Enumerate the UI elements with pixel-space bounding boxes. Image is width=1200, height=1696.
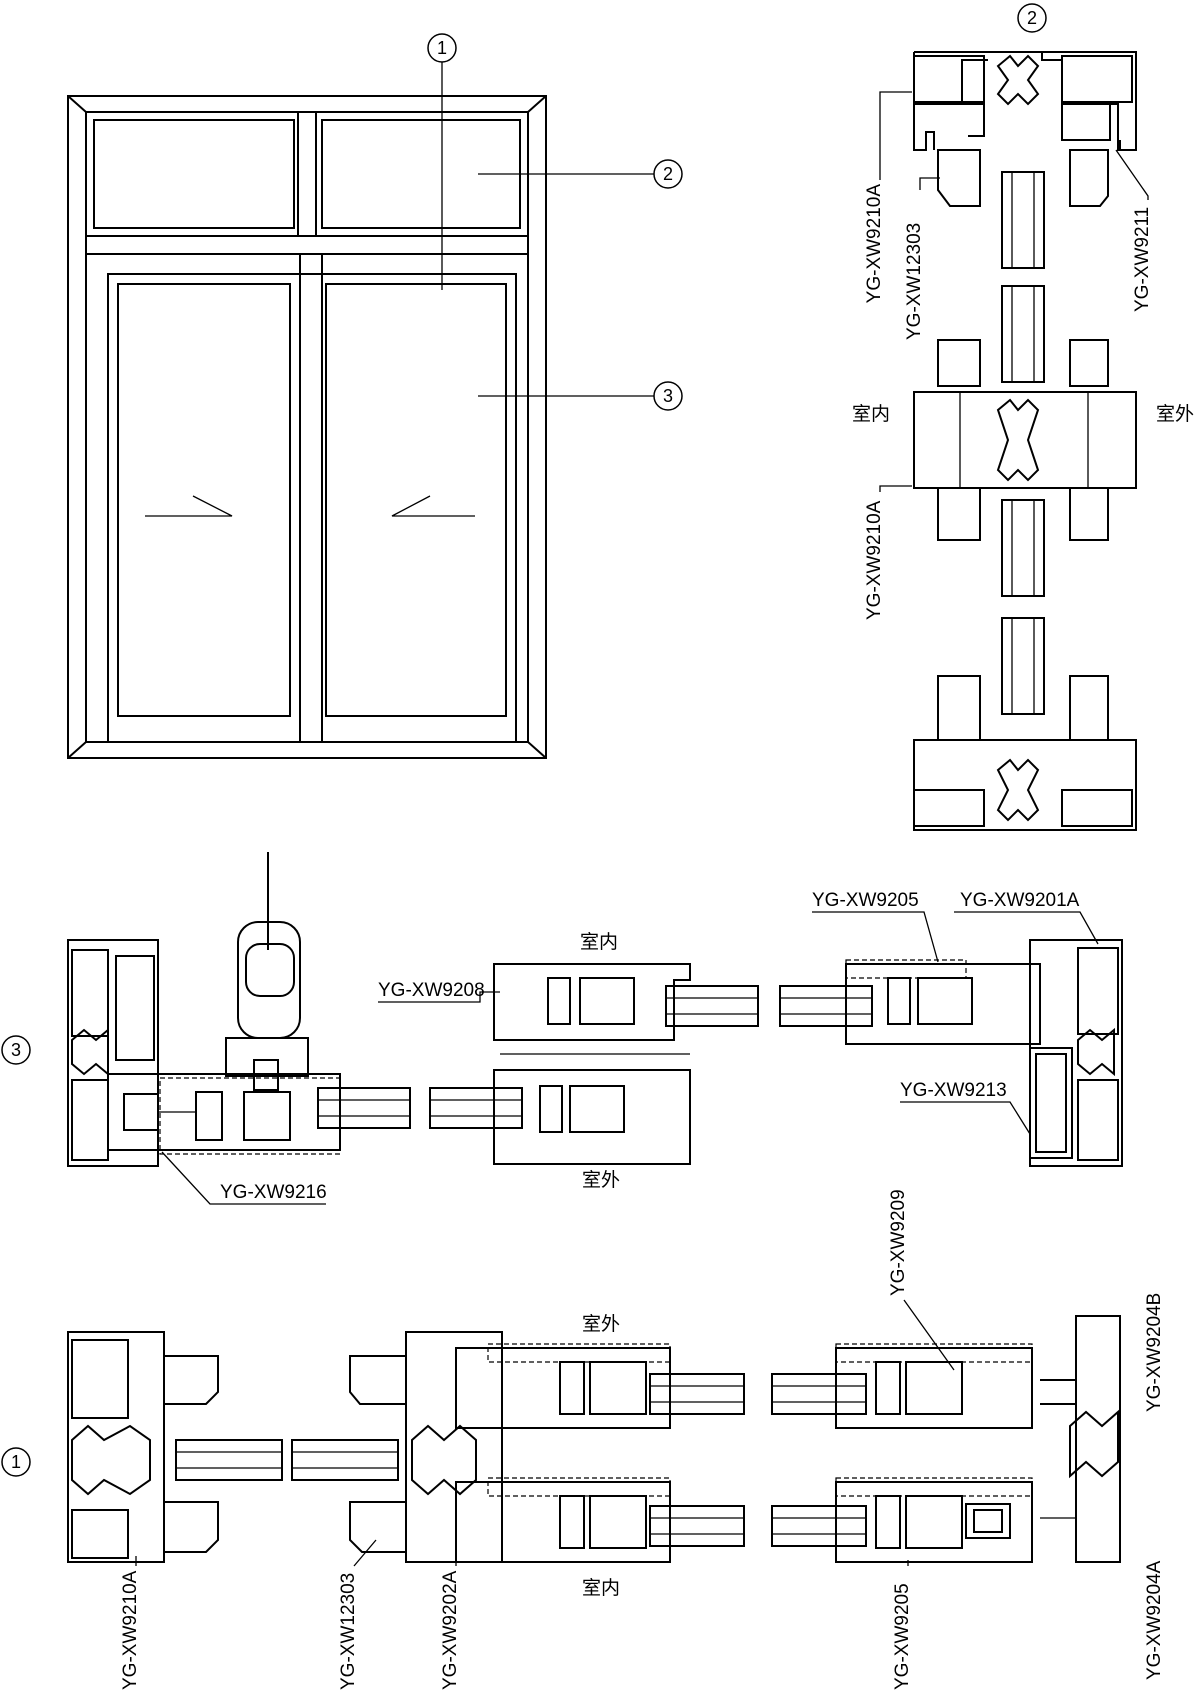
callout-2-elevation xyxy=(653,159,683,189)
callout-2-section xyxy=(1017,3,1047,33)
label-yg-xw9210a-top: YG-XW9210A xyxy=(864,184,885,304)
outdoor-label-s1: 室外 xyxy=(582,1313,620,1335)
label-yg-xw9202a: YG-XW9202A xyxy=(440,1570,461,1690)
indoor-label-s1: 室内 xyxy=(582,1577,620,1599)
label-yg-xw9205-s1: YG-XW9205 xyxy=(892,1583,913,1690)
indoor-label-s3: 室内 xyxy=(580,931,618,953)
outdoor-label-s2: 室外 xyxy=(1156,403,1194,425)
callout-1-elevation xyxy=(427,33,457,63)
section-1: 1 xyxy=(1,1189,1165,1690)
svg-text:3: 3 xyxy=(11,1040,21,1060)
label-yg-xw9210a-s1: YG-XW9210A xyxy=(120,1570,141,1690)
label-yg-xw9216: YG-XW9216 xyxy=(220,1182,327,1203)
section-2: 2 xyxy=(852,3,1194,831)
label-yg-xw9204b: YG-XW9204B xyxy=(1144,1293,1165,1412)
label-yg-xw9213: YG-XW9213 xyxy=(900,1080,1007,1101)
callout-1-section xyxy=(1,1447,31,1477)
callout-3-elevation xyxy=(653,381,683,411)
label-yg-xw12303-s1: YG-XW12303 xyxy=(338,1573,359,1690)
label-yg-xw9209: YG-XW9209 xyxy=(888,1189,909,1296)
outdoor-label-s3: 室外 xyxy=(582,1169,620,1191)
callout-1-label: 1 xyxy=(437,38,447,58)
svg-text:1: 1 xyxy=(11,1452,21,1472)
indoor-label-s2: 室内 xyxy=(852,403,890,425)
callout-2-label: 2 xyxy=(663,164,673,184)
label-yg-xw12303: YG-XW12303 xyxy=(904,223,925,340)
label-yg-xw9208: YG-XW9208 xyxy=(378,980,485,1001)
label-yg-xw9211: YG-XW9211 xyxy=(1132,207,1153,312)
label-yg-xw9210a-mid: YG-XW9210A xyxy=(864,500,885,620)
svg-text:2: 2 xyxy=(1027,8,1037,28)
label-yg-xw9204a: YG-XW9204A xyxy=(1144,1560,1165,1680)
label-yg-xw9201a: YG-XW9201A xyxy=(960,890,1080,911)
section-3: 3 xyxy=(1,852,1123,1205)
label-yg-xw9205-s3: YG-XW9205 xyxy=(812,890,919,911)
callout-3-label: 3 xyxy=(663,386,673,406)
window-elevation: 1 2 3 xyxy=(67,33,683,759)
callout-3-section xyxy=(1,1035,31,1065)
